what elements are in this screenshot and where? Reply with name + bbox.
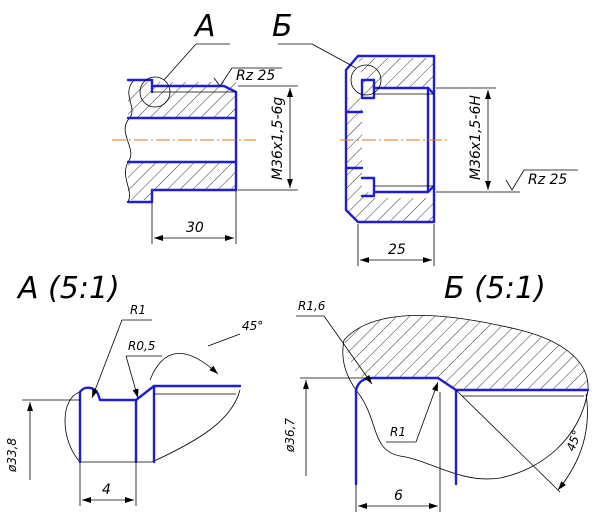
- detail-a-angle-leader: [207, 333, 241, 347]
- detail-b-dia-label: ø36,7: [283, 418, 297, 453]
- detail-b-width-label: 6: [394, 488, 403, 504]
- detail-b-r16-label: R1,6: [298, 299, 326, 313]
- detail-b-circle: [350, 64, 382, 96]
- detail-b-hatch: [344, 315, 589, 390]
- detail-a-boundary: [64, 389, 241, 463]
- detail-a-circle: [139, 76, 171, 108]
- nut-roughness-mark: [505, 169, 578, 191]
- shaft-outline-bottom: [126, 188, 238, 204]
- shaft-view: А Rz 25 M36x1,5-6g 30: [112, 9, 298, 244]
- detail-a-ref-label: А: [193, 9, 216, 44]
- detail-a-r1-leader: [91, 319, 123, 399]
- detail-a-r05-label: R0,5: [128, 339, 155, 353]
- nut-undercut-top: [360, 78, 376, 100]
- detail-b-leader: [311, 43, 357, 69]
- shaft-roughness-mark: [213, 67, 282, 87]
- detail-a-profile: [78, 384, 242, 402]
- detail-a-r05-leader: [125, 355, 139, 399]
- nut-roughness-label: Rz 25: [528, 172, 567, 188]
- detail-a-r1-label: R1: [130, 303, 146, 317]
- nut-length-label: 25: [388, 242, 406, 258]
- detail-a-title: А (5:1): [16, 271, 120, 306]
- shaft-hatch-top: [128, 82, 236, 118]
- nut-thread-label: M36x1,5-6H: [468, 95, 484, 180]
- detail-b-angle-label: 45°: [564, 428, 584, 453]
- nut-view: Б M36x1,5-6H Rz 25 25: [272, 9, 578, 266]
- detail-b-r1-leader: [415, 381, 439, 443]
- detail-a-angle-label: 45°: [242, 319, 263, 333]
- detail-a-dia-label: ø33,8: [5, 438, 19, 473]
- detail-a-leader: [163, 43, 197, 81]
- detail-a-width-label: 4: [102, 482, 111, 498]
- shaft-thread-label: M36x1,5-6g: [270, 97, 286, 180]
- shaft-outline-top: [126, 78, 238, 192]
- detail-b-title: Б (5:1): [444, 271, 546, 306]
- shaft-break-line: [124, 79, 135, 203]
- detail-a-angle-arc: [149, 353, 219, 381]
- detail-b-ref-label: Б: [272, 9, 293, 44]
- nut-hatch-bottom: [346, 98, 434, 222]
- detail-b-r16-leader: [323, 315, 373, 385]
- detail-b-view: Б (5:1) R1,6 R1 45° ø36,7 6: [283, 271, 590, 512]
- nut-hatch-top: [358, 58, 434, 98]
- detail-b-45-line: [455, 389, 561, 493]
- detail-b-r1-label: R1: [390, 425, 406, 439]
- shaft-hatch-bottom: [128, 162, 236, 200]
- detail-b-angle-arc: [557, 393, 588, 491]
- shaft-roughness-label: Rz 25: [236, 68, 275, 84]
- detail-a-view: А (5:1) R1 R0,5 45° ø33,8 4: [5, 271, 263, 506]
- shaft-length-label: 30: [186, 220, 204, 236]
- nut-outline: [344, 54, 436, 224]
- detail-b-boundary: [342, 314, 589, 480]
- nut-undercut-bottom: [360, 176, 376, 198]
